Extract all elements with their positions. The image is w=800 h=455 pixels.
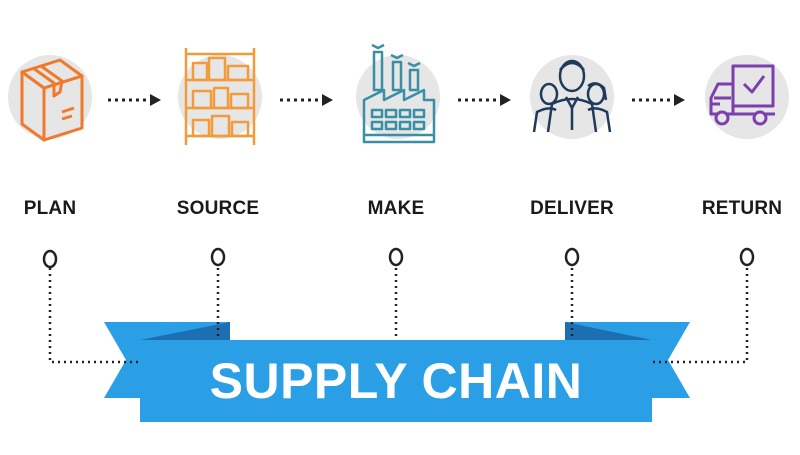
truck-icon <box>709 64 775 126</box>
connector-return <box>652 268 749 364</box>
connectors <box>48 268 749 364</box>
box-icon <box>20 58 84 142</box>
arrow-plan-to-source <box>108 94 161 106</box>
step-label-make: MAKE <box>367 198 425 219</box>
people-icon <box>532 59 612 133</box>
warehouse-shelf-icon <box>184 48 256 145</box>
step-label-plan: PLAN <box>23 198 77 219</box>
arrow-deliver-to-return <box>632 94 685 106</box>
banner-title: SUPPLY CHAIN <box>209 353 583 409</box>
step-label-return: RETURN <box>701 198 783 219</box>
source-icon-circle <box>178 55 262 139</box>
banner-front <box>140 340 652 422</box>
banner-left-fold <box>140 322 230 340</box>
flow-arrows <box>108 94 685 106</box>
step-label-source: SOURCE <box>176 198 260 219</box>
banner-right-fold <box>565 322 652 340</box>
make-marker <box>388 247 404 267</box>
arrow-source-to-make <box>280 94 333 106</box>
return-marker <box>739 247 755 267</box>
factory-icon <box>362 43 436 144</box>
source-marker <box>210 247 226 267</box>
step-label-deliver: DELIVER <box>530 198 614 219</box>
step-markers <box>42 247 755 269</box>
connector-plan <box>48 268 140 364</box>
arrow-make-to-deliver <box>458 94 511 106</box>
deliver-marker <box>564 247 580 267</box>
plan-marker <box>42 249 58 269</box>
